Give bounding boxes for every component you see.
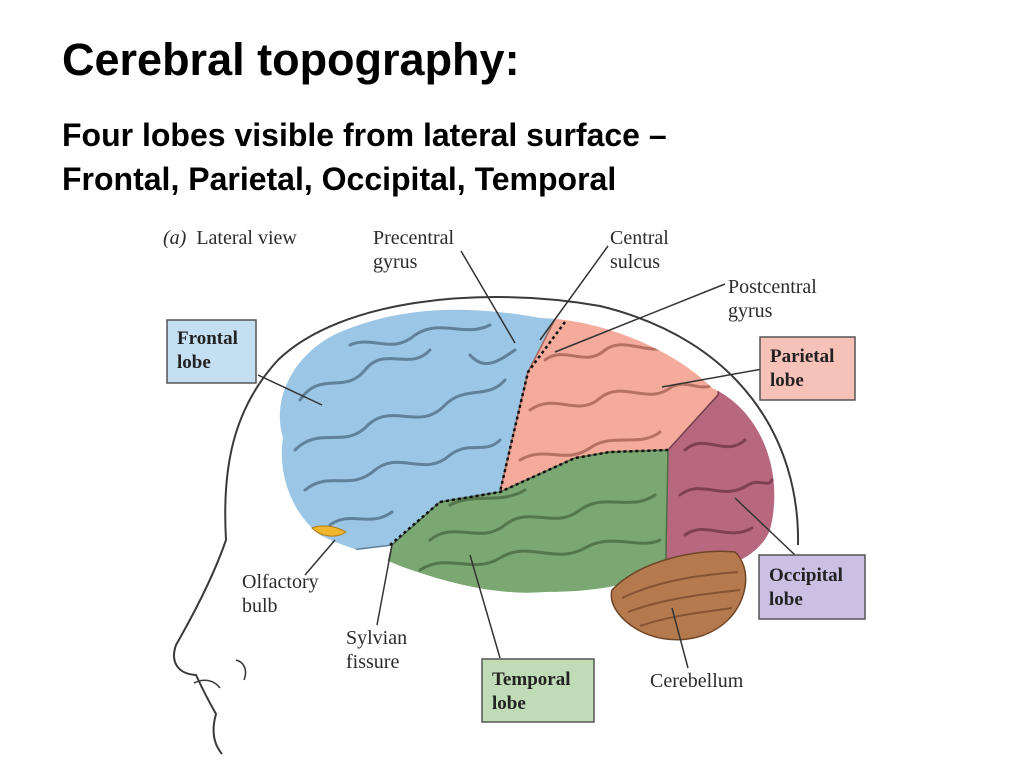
olfactory-bulb bbox=[311, 525, 347, 537]
postcentral-gyrus-label: Postcentral gyrus bbox=[728, 276, 822, 322]
panel-caption-text: Lateral view bbox=[196, 227, 297, 249]
subtitle-line-1: Four lobes visible from lateral surface … bbox=[62, 117, 667, 153]
svg-text:Occipital lobe: Occipital lobe bbox=[769, 565, 848, 610]
parietal-lobe-box: Parietal lobe bbox=[759, 336, 856, 401]
occipital-lobe-box: Occipital lobe bbox=[758, 554, 866, 620]
temporal-lobe-box: Temporal lobe bbox=[481, 658, 595, 723]
occipital-gyri bbox=[678, 438, 774, 537]
subtitle-line-2: Frontal, Parietal, Occipital, Temporal bbox=[62, 161, 617, 197]
cerebellum bbox=[610, 550, 747, 641]
sylvian-fissure-line bbox=[389, 448, 669, 546]
frontal-lobe-box: Frontal lobe bbox=[166, 319, 257, 384]
svg-text:Frontal lobe: Frontal lobe bbox=[177, 328, 243, 373]
nose-nostril bbox=[193, 659, 247, 689]
leader-lines bbox=[257, 245, 796, 669]
svg-text:Parietal lobe: Parietal lobe bbox=[770, 346, 839, 391]
temporal-gyri bbox=[418, 488, 662, 572]
slide-subtitle: Four lobes visible from lateral surface … bbox=[62, 113, 667, 201]
panel-caption: (a) Lateral view bbox=[163, 227, 297, 249]
slide-title: Cerebral topography: bbox=[62, 34, 520, 85]
head-outline bbox=[173, 296, 800, 755]
frontal-gyri bbox=[293, 323, 517, 527]
sylvian-fissure-label: Sylvian fissure bbox=[346, 627, 412, 673]
svg-text:Temporal lobe: Temporal lobe bbox=[492, 669, 575, 714]
cerebellum-folia bbox=[621, 571, 741, 627]
precentral-gyrus-label: Precentral gyrus bbox=[373, 227, 459, 273]
central-sulcus-line bbox=[498, 321, 567, 493]
parietal-gyri bbox=[518, 343, 714, 462]
panel-marker: (a) bbox=[163, 227, 187, 249]
olfactory-bulb-label: Olfactory bulb bbox=[242, 571, 324, 617]
central-sulcus-label: Central sulcus bbox=[610, 227, 674, 273]
cerebellum-label: Cerebellum bbox=[650, 670, 744, 692]
